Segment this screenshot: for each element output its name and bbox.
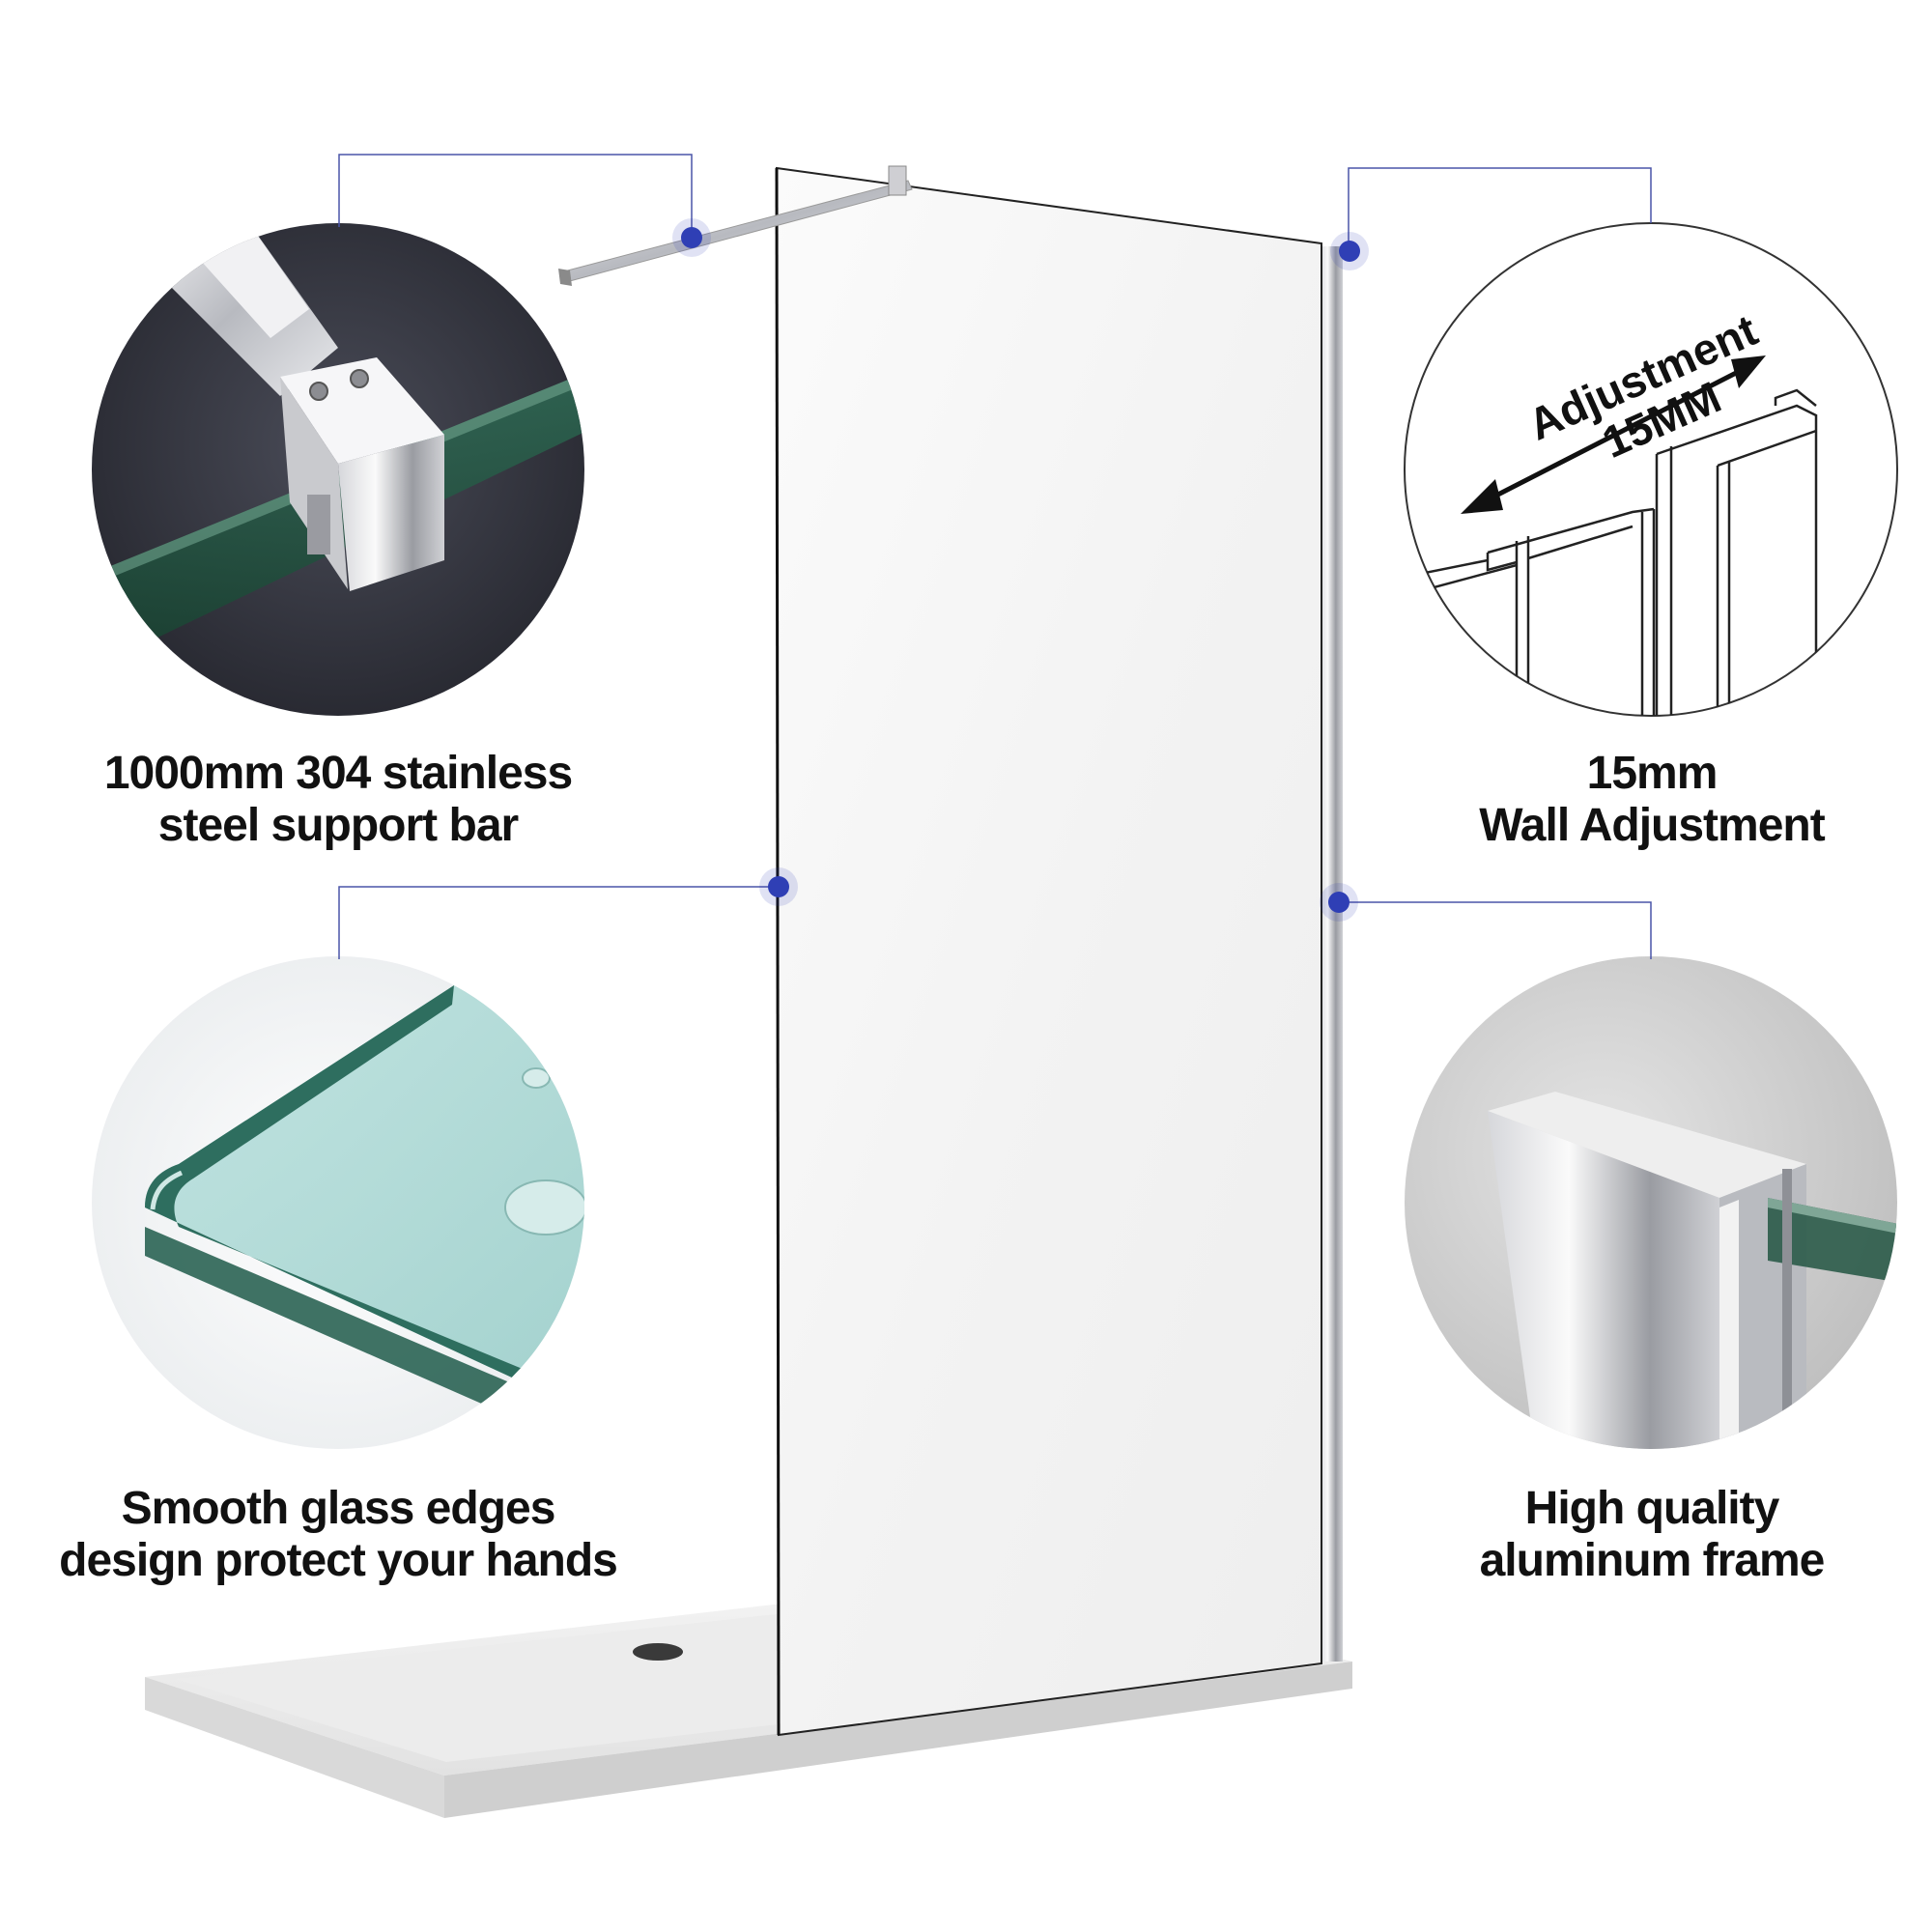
callout-dot-glass-edges bbox=[759, 867, 798, 906]
glass-panel bbox=[775, 166, 1322, 1737]
wall-profile bbox=[1320, 246, 1343, 1662]
caption-wall-adjustment: 15mm Wall Adjustment bbox=[1362, 748, 1932, 852]
caption-support-bar-line1: 1000mm 304 stainless bbox=[103, 748, 573, 799]
caption-glass-edges-line1: Smooth glass edges bbox=[121, 1483, 556, 1534]
callout-lines bbox=[338, 154, 1652, 959]
adjustment-arrow bbox=[1461, 355, 1766, 514]
glass-edge-closeup bbox=[92, 956, 584, 1449]
drain-icon bbox=[633, 1643, 683, 1661]
support-bar-closeup bbox=[92, 223, 584, 716]
wall-adjustment-diagram: Adjustment 15MM bbox=[1404, 222, 1898, 717]
callout-dot-wall-adjustment bbox=[1330, 232, 1369, 270]
caption-frame: High quality aluminum frame bbox=[1362, 1483, 1932, 1587]
callout-dot-frame bbox=[1320, 883, 1358, 922]
caption-frame-line2: aluminum frame bbox=[1479, 1535, 1826, 1586]
caption-support-bar-line2: steel support bar bbox=[157, 800, 519, 851]
caption-glass-edges-line2: design protect your hands bbox=[59, 1535, 618, 1586]
aluminum-frame-closeup bbox=[1405, 956, 1897, 1449]
caption-wall-adjustment-line2: Wall Adjustment bbox=[1479, 800, 1825, 851]
support-bar bbox=[558, 165, 913, 286]
caption-glass-edges: Smooth glass edges design protect your h… bbox=[29, 1483, 647, 1587]
callout-dot-support-bar bbox=[672, 218, 711, 257]
caption-wall-adjustment-line1: 15mm bbox=[1586, 748, 1719, 799]
caption-support-bar: 1000mm 304 stainless steel support bar bbox=[48, 748, 628, 852]
caption-frame-line1: High quality bbox=[1524, 1483, 1780, 1534]
